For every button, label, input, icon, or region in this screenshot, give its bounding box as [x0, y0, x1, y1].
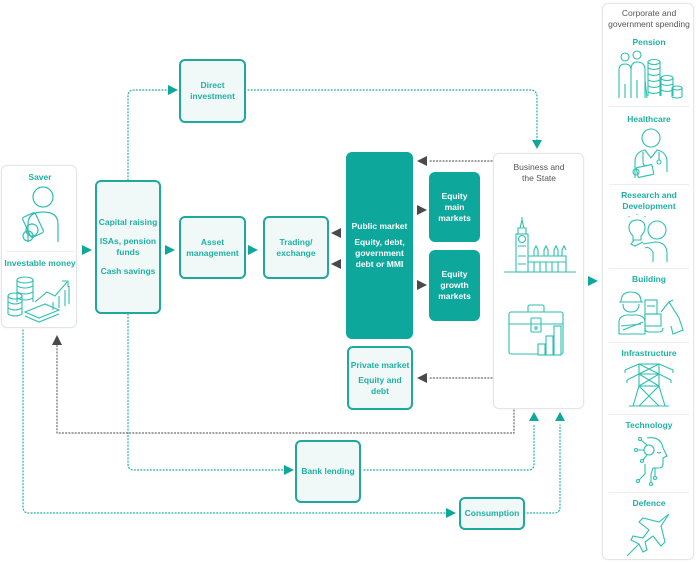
- arrow-into-private-market: [417, 373, 427, 383]
- private-market-subtitle: Equity and debt: [358, 374, 402, 396]
- arrow-business-to-spending: [588, 276, 598, 286]
- doctor-icon: [632, 128, 668, 178]
- arrow-public-to-trading-2: [331, 259, 341, 269]
- arrow-up-to-saver: [52, 335, 62, 345]
- spending-item-research: Research and Development: [621, 190, 677, 211]
- equity-growth-markets-label: Equity growth markets: [438, 269, 471, 301]
- arrow-capital-to-asset: [165, 245, 175, 255]
- saver-divider: [6, 251, 74, 252]
- saver-label: Saver: [28, 172, 52, 182]
- consumption-label: Consumption: [464, 508, 520, 518]
- private-market-box[interactable]: Private market Equity and debt: [347, 346, 413, 410]
- public-market-box[interactable]: Public market Equity, debt, government d…: [346, 152, 413, 339]
- arrow-into-consumption: [446, 508, 456, 518]
- trading-exchange-label: Trading/ exchange: [276, 236, 316, 258]
- equity-main-markets-box[interactable]: Equity main markets: [429, 172, 480, 242]
- connector-consumption-to-business: [523, 424, 561, 514]
- spending-title: Corporate and government spending: [608, 8, 690, 29]
- arrow-asset-to-trading: [248, 245, 258, 255]
- consumption-box[interactable]: Consumption: [459, 497, 525, 530]
- spending-item-healthcare: Healthcare: [627, 114, 671, 124]
- pension-family-coins-icon: [618, 50, 683, 99]
- spending-panel: Corporate and government spending Pensio…: [602, 3, 694, 560]
- capital-raising-title: Capital raising: [98, 217, 158, 227]
- bank-lending-box[interactable]: Bank lending: [295, 440, 361, 503]
- business-state-title: Business and the State: [513, 162, 565, 183]
- arrow-into-public-market: [417, 156, 427, 166]
- arrow-public-to-trading-1: [331, 228, 341, 238]
- equity-main-markets-label: Equity main markets: [438, 190, 471, 223]
- public-market-subtitle: Equity, debt, government debt or MMI: [354, 237, 405, 269]
- ai-head-circuit-icon: [633, 436, 668, 486]
- capital-raising-cash: Cash savings: [100, 266, 156, 276]
- connector-saver-to-consumption: [22, 329, 449, 514]
- spending-item-infrastructure: Infrastructure: [621, 348, 677, 358]
- spending-item-building: Building: [632, 274, 666, 284]
- public-market-title: Public market: [351, 221, 408, 231]
- arrow-into-bank-lending: [284, 465, 294, 475]
- equity-growth-markets-box[interactable]: Equity growth markets: [429, 250, 480, 321]
- asset-management-label: Asset management: [186, 236, 239, 258]
- connector-bank-to-business: [363, 424, 535, 471]
- builder-excavator-icon: [618, 291, 684, 335]
- asset-management-box[interactable]: Asset management: [179, 216, 246, 279]
- arrow-saver-to-capital: [82, 245, 92, 255]
- arrow-public-to-equity-growth: [417, 280, 427, 290]
- bank-lending-label: Bank lending: [301, 466, 355, 476]
- saver-panel: Saver Investable money: [1, 165, 77, 328]
- spending-item-defence: Defence: [632, 498, 666, 508]
- capital-raising-box[interactable]: Capital raising ISAs, pension funds Cash…: [95, 180, 161, 314]
- arrow-consumption-to-business: [555, 412, 565, 421]
- saver-person-with-money-icon: [22, 186, 59, 242]
- business-state-panel: Business and the State: [493, 153, 584, 409]
- investable-money-label: Investable money: [4, 258, 76, 268]
- coins-and-growth-chart-icon: [7, 276, 70, 323]
- arrow-public-to-equity-main: [417, 205, 427, 215]
- spending-item-technology: Technology: [625, 420, 673, 430]
- connector-direct-to-business: [247, 89, 538, 141]
- direct-investment-label: Direct investment: [190, 80, 235, 101]
- connector-capital-to-bank: [127, 313, 287, 471]
- lightbulb-idea-person-icon: [628, 214, 668, 262]
- capital-raising-isas: ISAs, pension funds: [99, 236, 157, 257]
- briefcase-chart-icon: [508, 304, 564, 356]
- private-market-title: Private market: [350, 359, 410, 370]
- arrow-into-direct-investment: [168, 85, 178, 95]
- trading-exchange-box[interactable]: Trading/ exchange: [263, 216, 329, 279]
- spending-item-pension: Pension: [632, 37, 666, 47]
- arrow-into-business-top: [532, 140, 542, 149]
- electricity-pylon-icon: [624, 363, 674, 407]
- direct-investment-box[interactable]: Direct investment: [179, 59, 246, 123]
- arrow-bank-to-business: [529, 412, 539, 421]
- big-ben-parliament-icon: [504, 217, 576, 273]
- connector-business-to-saver: [56, 344, 515, 434]
- fighter-jet-icon: [626, 513, 670, 557]
- connector-capital-to-direct: [127, 89, 171, 181]
